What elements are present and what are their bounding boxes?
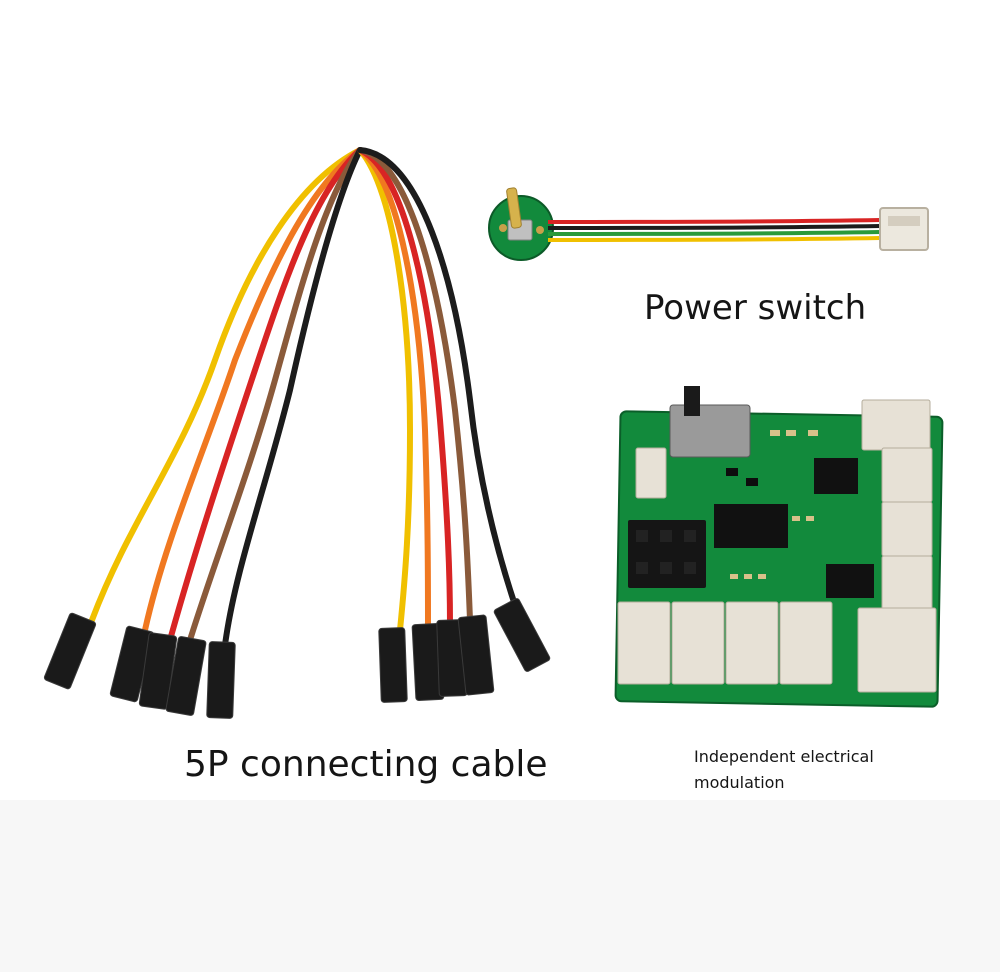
connector-housing: [378, 627, 408, 703]
chip-right-bottom: [826, 564, 874, 598]
control-board: [614, 386, 944, 708]
cable-wire-orange-left: [142, 147, 363, 633]
connector-bottom-1: [617, 601, 671, 685]
cable-wire-black-right: [357, 147, 518, 608]
cable-connectors: [43, 598, 551, 719]
cable-wire-yellow-left: [89, 147, 363, 623]
connector-right-3: [881, 555, 933, 611]
connector-housing: [43, 612, 97, 690]
connector-bottom-2: [671, 601, 725, 685]
connector-bottom-3: [725, 601, 779, 685]
cable-wire-black-left: [222, 147, 363, 648]
connector-housing: [206, 641, 236, 719]
connector-right-2: [881, 501, 933, 557]
connector-housing: [493, 598, 551, 672]
cable-wire-red-right: [357, 147, 453, 628]
slide-switch: [669, 404, 751, 458]
chip-right-top: [814, 458, 858, 494]
cable-wire-brown-right: [357, 147, 473, 623]
connector-top-right: [861, 399, 931, 451]
connecting-cable: [89, 147, 518, 648]
switch-shaft: [506, 187, 522, 229]
main-chip: [714, 504, 788, 548]
connector-bottom-4: [779, 601, 833, 685]
connector-housing: [165, 636, 207, 716]
cable-wire-red-left: [167, 147, 363, 643]
side-connector: [635, 447, 667, 499]
connector-bottom-right: [857, 607, 937, 693]
switch-ribbon-cable: [547, 218, 881, 242]
bottom-strip: [0, 800, 1000, 972]
cable-wire-orange-right: [357, 147, 431, 633]
connector-right-1: [881, 447, 933, 503]
cable-wire-yellow-right: [357, 147, 414, 633]
connecting-cable-caption: 5P connecting cable: [184, 744, 548, 785]
power-switch-caption: Power switch: [644, 288, 867, 328]
module-caption: Independent electrical modulation: [694, 747, 874, 792]
switch-jst-connector: [879, 207, 929, 251]
cable-wire-brown-left: [187, 147, 363, 643]
power-switch-assembly: [488, 187, 929, 261]
connector-housing: [457, 614, 495, 696]
